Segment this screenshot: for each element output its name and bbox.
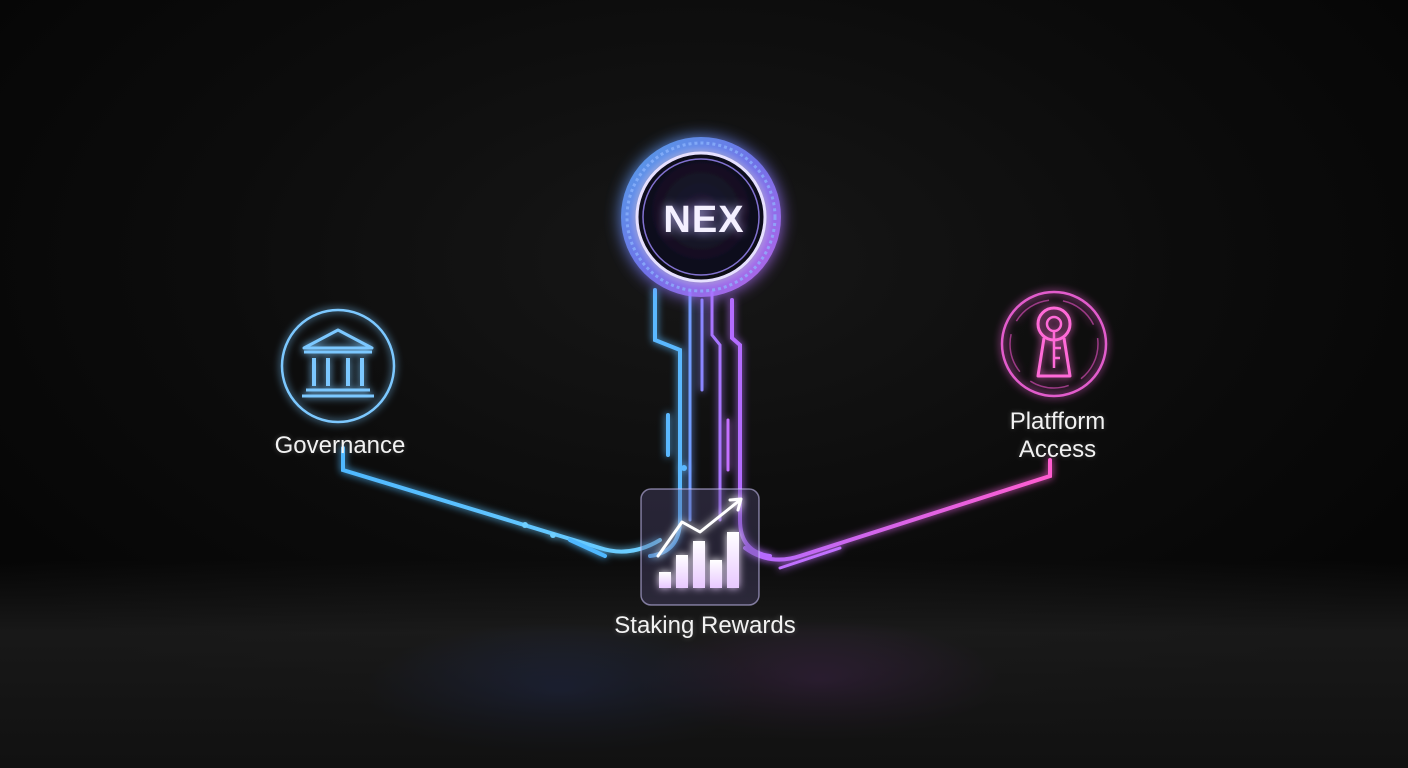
nex-token-coin — [621, 137, 781, 297]
governance-connector — [341, 446, 662, 558]
staking-rewards-label: Staking Rewards — [614, 612, 796, 639]
platform-access-label: Platfform Access — [1009, 408, 1106, 463]
governance-label: Governance — [274, 432, 406, 459]
rising-bar-chart-icon — [640, 488, 760, 606]
platform-access-connector — [743, 458, 1052, 570]
token-symbol: NEX — [663, 199, 745, 241]
bank-building-icon — [280, 308, 396, 424]
reflective-floor — [0, 560, 1408, 768]
keyhole-key-icon — [1000, 290, 1108, 398]
